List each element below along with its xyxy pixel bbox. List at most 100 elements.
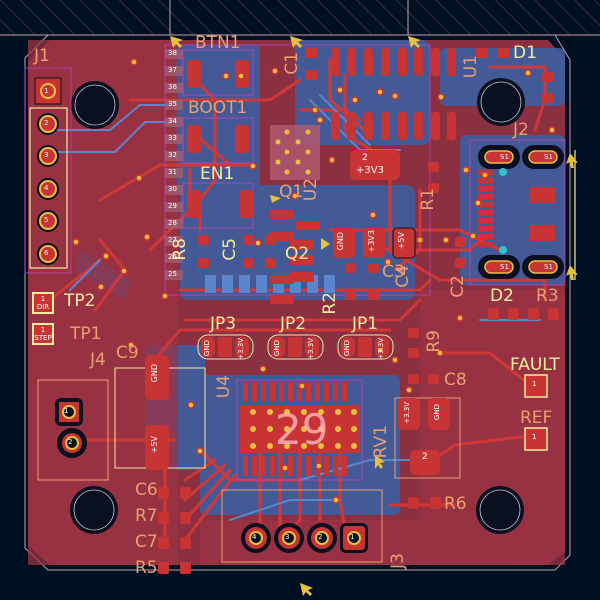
u4-driver [236, 379, 363, 481]
solder-jumpers [197, 334, 394, 360]
module-pin-34: 34 [168, 117, 177, 125]
ref-c7: C7 [135, 532, 158, 552]
jp1-pad3-net: +3.3V [377, 338, 385, 360]
j3-pin1: 1 [350, 533, 355, 541]
c9-pad2-net: GND [150, 364, 159, 383]
ref-r5: R5 [135, 558, 158, 578]
j4-pin1: 1 [64, 407, 69, 415]
u2-regulator [350, 150, 400, 180]
tp2-pad[interactable]: 1 DIR [32, 292, 54, 314]
ref-c5: C5 [220, 238, 240, 261]
j1-header [24, 67, 72, 274]
j1-pin5-label: 5 [44, 216, 49, 224]
ref-tp1: TP1 [70, 324, 102, 344]
ref-c2: C2 [448, 275, 468, 298]
module-pin-26: 26 [168, 253, 177, 261]
j2-shield-label-3: S1 [500, 263, 509, 271]
ref-fault: FAULT [510, 355, 560, 375]
module-pin-27: 27 [168, 236, 177, 244]
j1-pin3-label: 3 [44, 151, 49, 159]
mounting-holes [70, 78, 525, 534]
u3-pad2-net: +3V3 [367, 230, 376, 253]
j2-shield-label-1: S1 [500, 153, 509, 161]
ref-d1: D1 [513, 43, 537, 63]
ref-q1: Q1 [279, 182, 304, 202]
j1-pin6-label: 6 [44, 249, 49, 257]
j2-shield-label-2: S1 [544, 153, 553, 161]
jp2-pad1-net: GND [273, 340, 281, 357]
module-pin-29: 29 [168, 202, 177, 210]
u3-pads [333, 227, 416, 259]
fault-pad-number: 1 [532, 380, 537, 388]
ref-d2: D2 [490, 286, 514, 306]
u3-pad1-net: GND [336, 232, 345, 251]
ref-j3: J3 [388, 553, 408, 569]
ref-jp3: JP3 [210, 314, 237, 334]
u2-pad-number: 2 [362, 153, 368, 163]
j3-pin3: 3 [285, 533, 290, 541]
ref-r1: R1 [418, 188, 438, 211]
ref-r2: R2 [320, 292, 340, 315]
ref-c9: C9 [116, 343, 139, 363]
j4-connector [37, 379, 109, 481]
ref-boot1: BOOT1 [188, 98, 248, 118]
esp32-module [164, 44, 431, 296]
rv1-pad1-net: +3.3V [403, 402, 411, 424]
ref-r7: R7 [135, 506, 158, 526]
ref-pad-number: 1 [532, 433, 537, 441]
ref-r6: R6 [444, 494, 467, 514]
rv1-pad2-number: 2 [422, 452, 428, 462]
ref-r3: R3 [536, 286, 559, 306]
rv1-trimmer [394, 397, 461, 479]
u2-pad-net: +3V3 [356, 165, 384, 176]
ref-q2: Q2 [285, 244, 310, 264]
j2-shield-label-4: S1 [544, 263, 553, 271]
ref-c1: C1 [282, 52, 302, 75]
j3-pin2: 2 [318, 533, 323, 541]
vias [72, 58, 556, 504]
jp2-pad3-net: +3.3V [307, 338, 315, 360]
anchor-markers [170, 36, 578, 596]
module-pin-32: 32 [168, 151, 177, 159]
ref-ref: REF [520, 408, 553, 428]
module-pin-31: 31 [168, 168, 177, 176]
jp3-pad3-net: +3.3V [237, 338, 245, 360]
ref-tp2: TP2 [64, 291, 96, 311]
j1-pin4-label: 4 [44, 184, 49, 192]
ref-c8: C8 [444, 370, 467, 390]
ref-btn1: BTN1 [195, 33, 241, 53]
ref-en1: EN1 [200, 164, 235, 184]
ref-c4: C4 [393, 265, 413, 288]
ref-u4: U4 [214, 375, 234, 399]
c9-capacitor [114, 355, 206, 470]
transistor-pads [270, 210, 320, 304]
tp1-pad[interactable]: 1 STEP [32, 323, 54, 345]
jp1-pad1-net: GND [343, 340, 351, 357]
u4-center-label: 29 [275, 405, 329, 454]
j1-pin2-label: 2 [44, 119, 49, 127]
ref-c6: C6 [135, 480, 158, 500]
tp1-pad-number: 1 [40, 326, 46, 334]
module-pin-35: 35 [168, 100, 177, 108]
ref-jp1: JP1 [352, 314, 379, 334]
j3-connector [221, 489, 383, 563]
rv1-pad3-net: GND [433, 404, 441, 421]
ref-j2: J2 [513, 120, 529, 140]
ref-j1: J1 [34, 46, 50, 66]
ref-jp2: JP2 [280, 314, 307, 334]
u3-pad3-net: +5V [397, 232, 406, 250]
test-point-pads [524, 374, 548, 451]
module-pin-36: 36 [168, 83, 177, 91]
buttons [182, 49, 254, 229]
ref-j4: J4 [90, 350, 106, 370]
j3-pin4: 4 [252, 533, 257, 541]
module-pin-25: 25 [168, 270, 177, 278]
small-smd-pads [158, 48, 559, 574]
ref-u1: U1 [461, 55, 481, 79]
ref-r9: R9 [424, 330, 444, 353]
module-pin-38: 38 [168, 49, 177, 57]
j1-pin1-label: 1 [44, 87, 49, 95]
module-pin-37: 37 [168, 66, 177, 74]
ref-u2: U2 [301, 178, 321, 202]
u1-pads [331, 48, 456, 140]
